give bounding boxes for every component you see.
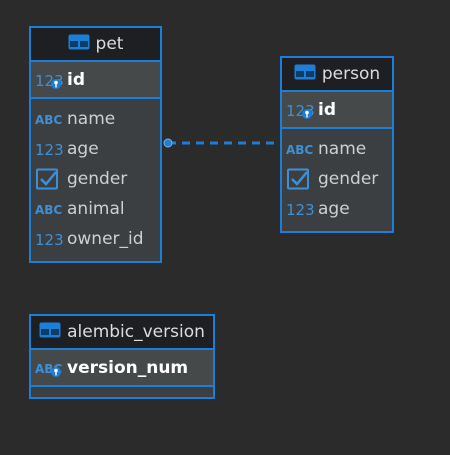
column-label: owner_id <box>67 229 144 249</box>
entity-header-person[interactable]: person <box>282 58 392 92</box>
column-label: age <box>318 199 350 219</box>
number-key-icon: 123 <box>35 69 63 91</box>
column-label: id <box>318 99 336 120</box>
svg-text:ABC: ABC <box>35 113 62 127</box>
entity-title: person <box>321 64 381 84</box>
pk-row[interactable]: 123 id <box>31 62 160 99</box>
column-label: id <box>67 69 85 90</box>
number-icon: 123 <box>35 228 63 250</box>
column-label: animal <box>67 199 125 219</box>
string-icon: ABC <box>286 138 314 160</box>
svg-text:ABC: ABC <box>286 143 313 157</box>
columns-list: ABC name gender 123 age <box>282 129 392 228</box>
entity-alembic-version[interactable]: alembic_version ABC version_num <box>29 314 215 399</box>
number-key-icon: 123 <box>286 99 314 121</box>
number-icon: 123 <box>286 198 314 220</box>
svg-text:123: 123 <box>35 141 63 159</box>
checkbox-icon <box>35 168 63 190</box>
number-icon: 123 <box>35 138 63 160</box>
column-label: name <box>318 139 367 159</box>
column-label: gender <box>67 169 128 189</box>
column-label: version_num <box>67 357 189 378</box>
entity-title: alembic_version <box>67 322 205 342</box>
pk-row[interactable]: 123 id <box>282 92 392 129</box>
column-row[interactable]: gender <box>282 164 392 194</box>
pk-row[interactable]: ABC version_num <box>31 350 213 387</box>
columns-list: ABC name 123 age gender ABC animal 123 o… <box>31 99 160 258</box>
entity-title: pet <box>95 34 124 54</box>
svg-text:ABC: ABC <box>35 203 62 217</box>
table-icon <box>294 64 316 85</box>
table-icon <box>39 322 61 343</box>
column-row[interactable]: ABC name <box>31 104 160 134</box>
column-row[interactable]: gender <box>31 164 160 194</box>
string-key-icon: ABC <box>35 357 63 379</box>
column-row[interactable]: 123 age <box>31 134 160 164</box>
entity-pet[interactable]: pet 123 id ABC name 123 age gender ABC <box>29 26 162 263</box>
string-icon: ABC <box>35 198 63 220</box>
entity-header-pet[interactable]: pet <box>31 28 160 62</box>
column-label: gender <box>318 169 379 189</box>
column-label: name <box>67 109 116 129</box>
column-row[interactable]: ABC animal <box>31 194 160 224</box>
entity-header-alembic-version[interactable]: alembic_version <box>31 316 213 350</box>
svg-text:123: 123 <box>286 201 314 219</box>
column-row[interactable]: ABC name <box>282 134 392 164</box>
checkbox-icon <box>286 168 314 190</box>
column-row[interactable]: 123 owner_id <box>31 224 160 254</box>
svg-text:123: 123 <box>35 231 63 249</box>
column-row[interactable]: 123 age <box>282 194 392 224</box>
relation-endpoint-dot <box>163 138 173 148</box>
columns-list-empty <box>31 387 213 393</box>
column-label: age <box>67 139 99 159</box>
string-icon: ABC <box>35 108 63 130</box>
table-icon <box>68 34 90 55</box>
entity-person[interactable]: person 123 id ABC name gender 123 age <box>280 56 394 233</box>
